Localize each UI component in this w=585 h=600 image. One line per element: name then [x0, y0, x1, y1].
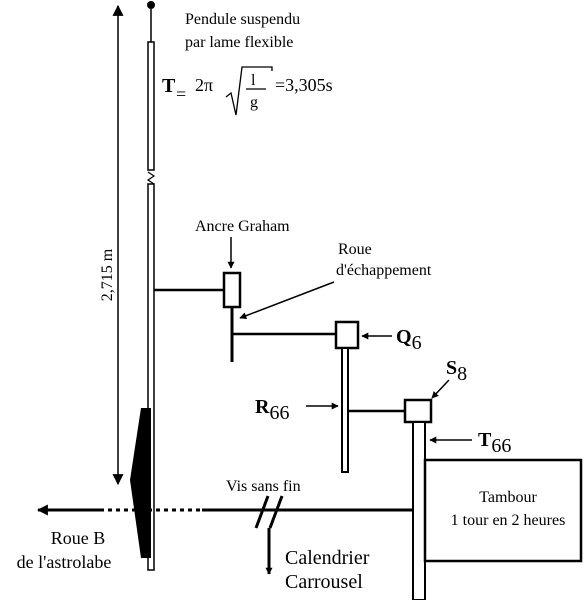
worm-label: Vis sans fin [226, 478, 301, 495]
gear-t-label: T66 [478, 429, 511, 457]
gear-s-block [403, 398, 433, 424]
period-formula: T = 2π l g =3,305s [162, 66, 333, 116]
formula-result: =3,305s [275, 75, 333, 95]
escape-wheel-label-line2: d'échappement [336, 262, 432, 279]
astrolabe-label-line1: Roue B [51, 528, 106, 548]
pendulum-rod [147, 183, 155, 571]
gear-q-block [334, 320, 360, 350]
calendar-label-line1: Calendrier [285, 547, 370, 569]
flexible-spring-blade [147, 41, 155, 171]
escape-wheel-label-line1: Roue [338, 241, 372, 258]
suspension-point [147, 1, 155, 9]
gear-q-label: Q6 [396, 326, 422, 354]
rod-break-mark [146, 171, 156, 185]
formula-numerator: l [251, 72, 256, 89]
gear-r-label: R66 [255, 396, 289, 424]
gear-s-arrow [431, 379, 450, 399]
pendulum-title-line2: par lame flexible [185, 34, 293, 51]
drum-label-line2: 1 tour en 2 heures [451, 512, 566, 529]
worm-gear-mark-2 [268, 495, 284, 529]
drum-box [423, 458, 583, 563]
anchor-label: Ancre Graham [195, 218, 290, 235]
graham-anchor-block [222, 271, 242, 309]
gear-s-label: S8 [446, 357, 467, 385]
formula-equals: = [176, 84, 186, 104]
drum-label-line1: Tambour [479, 489, 537, 506]
formula-denominator: g [250, 94, 258, 111]
gear-t-arbor [412, 421, 426, 600]
calendar-label-line2: Carrousel [285, 571, 363, 593]
gear-r-arbor [341, 347, 349, 473]
length-label: 2,715 m [99, 248, 116, 301]
escape-wheel-label-arrow [239, 281, 335, 320]
astrolabe-label-line2: de l'astrolabe [17, 552, 112, 572]
pendulum-bob [130, 408, 151, 558]
formula-two-pi: 2π [195, 75, 213, 95]
pendulum-title-line1: Pendule suspendu [185, 11, 300, 28]
worm-gear-mark-1 [254, 495, 270, 529]
formula-radical [225, 66, 273, 116]
formula-period-symbol: T [162, 75, 176, 97]
